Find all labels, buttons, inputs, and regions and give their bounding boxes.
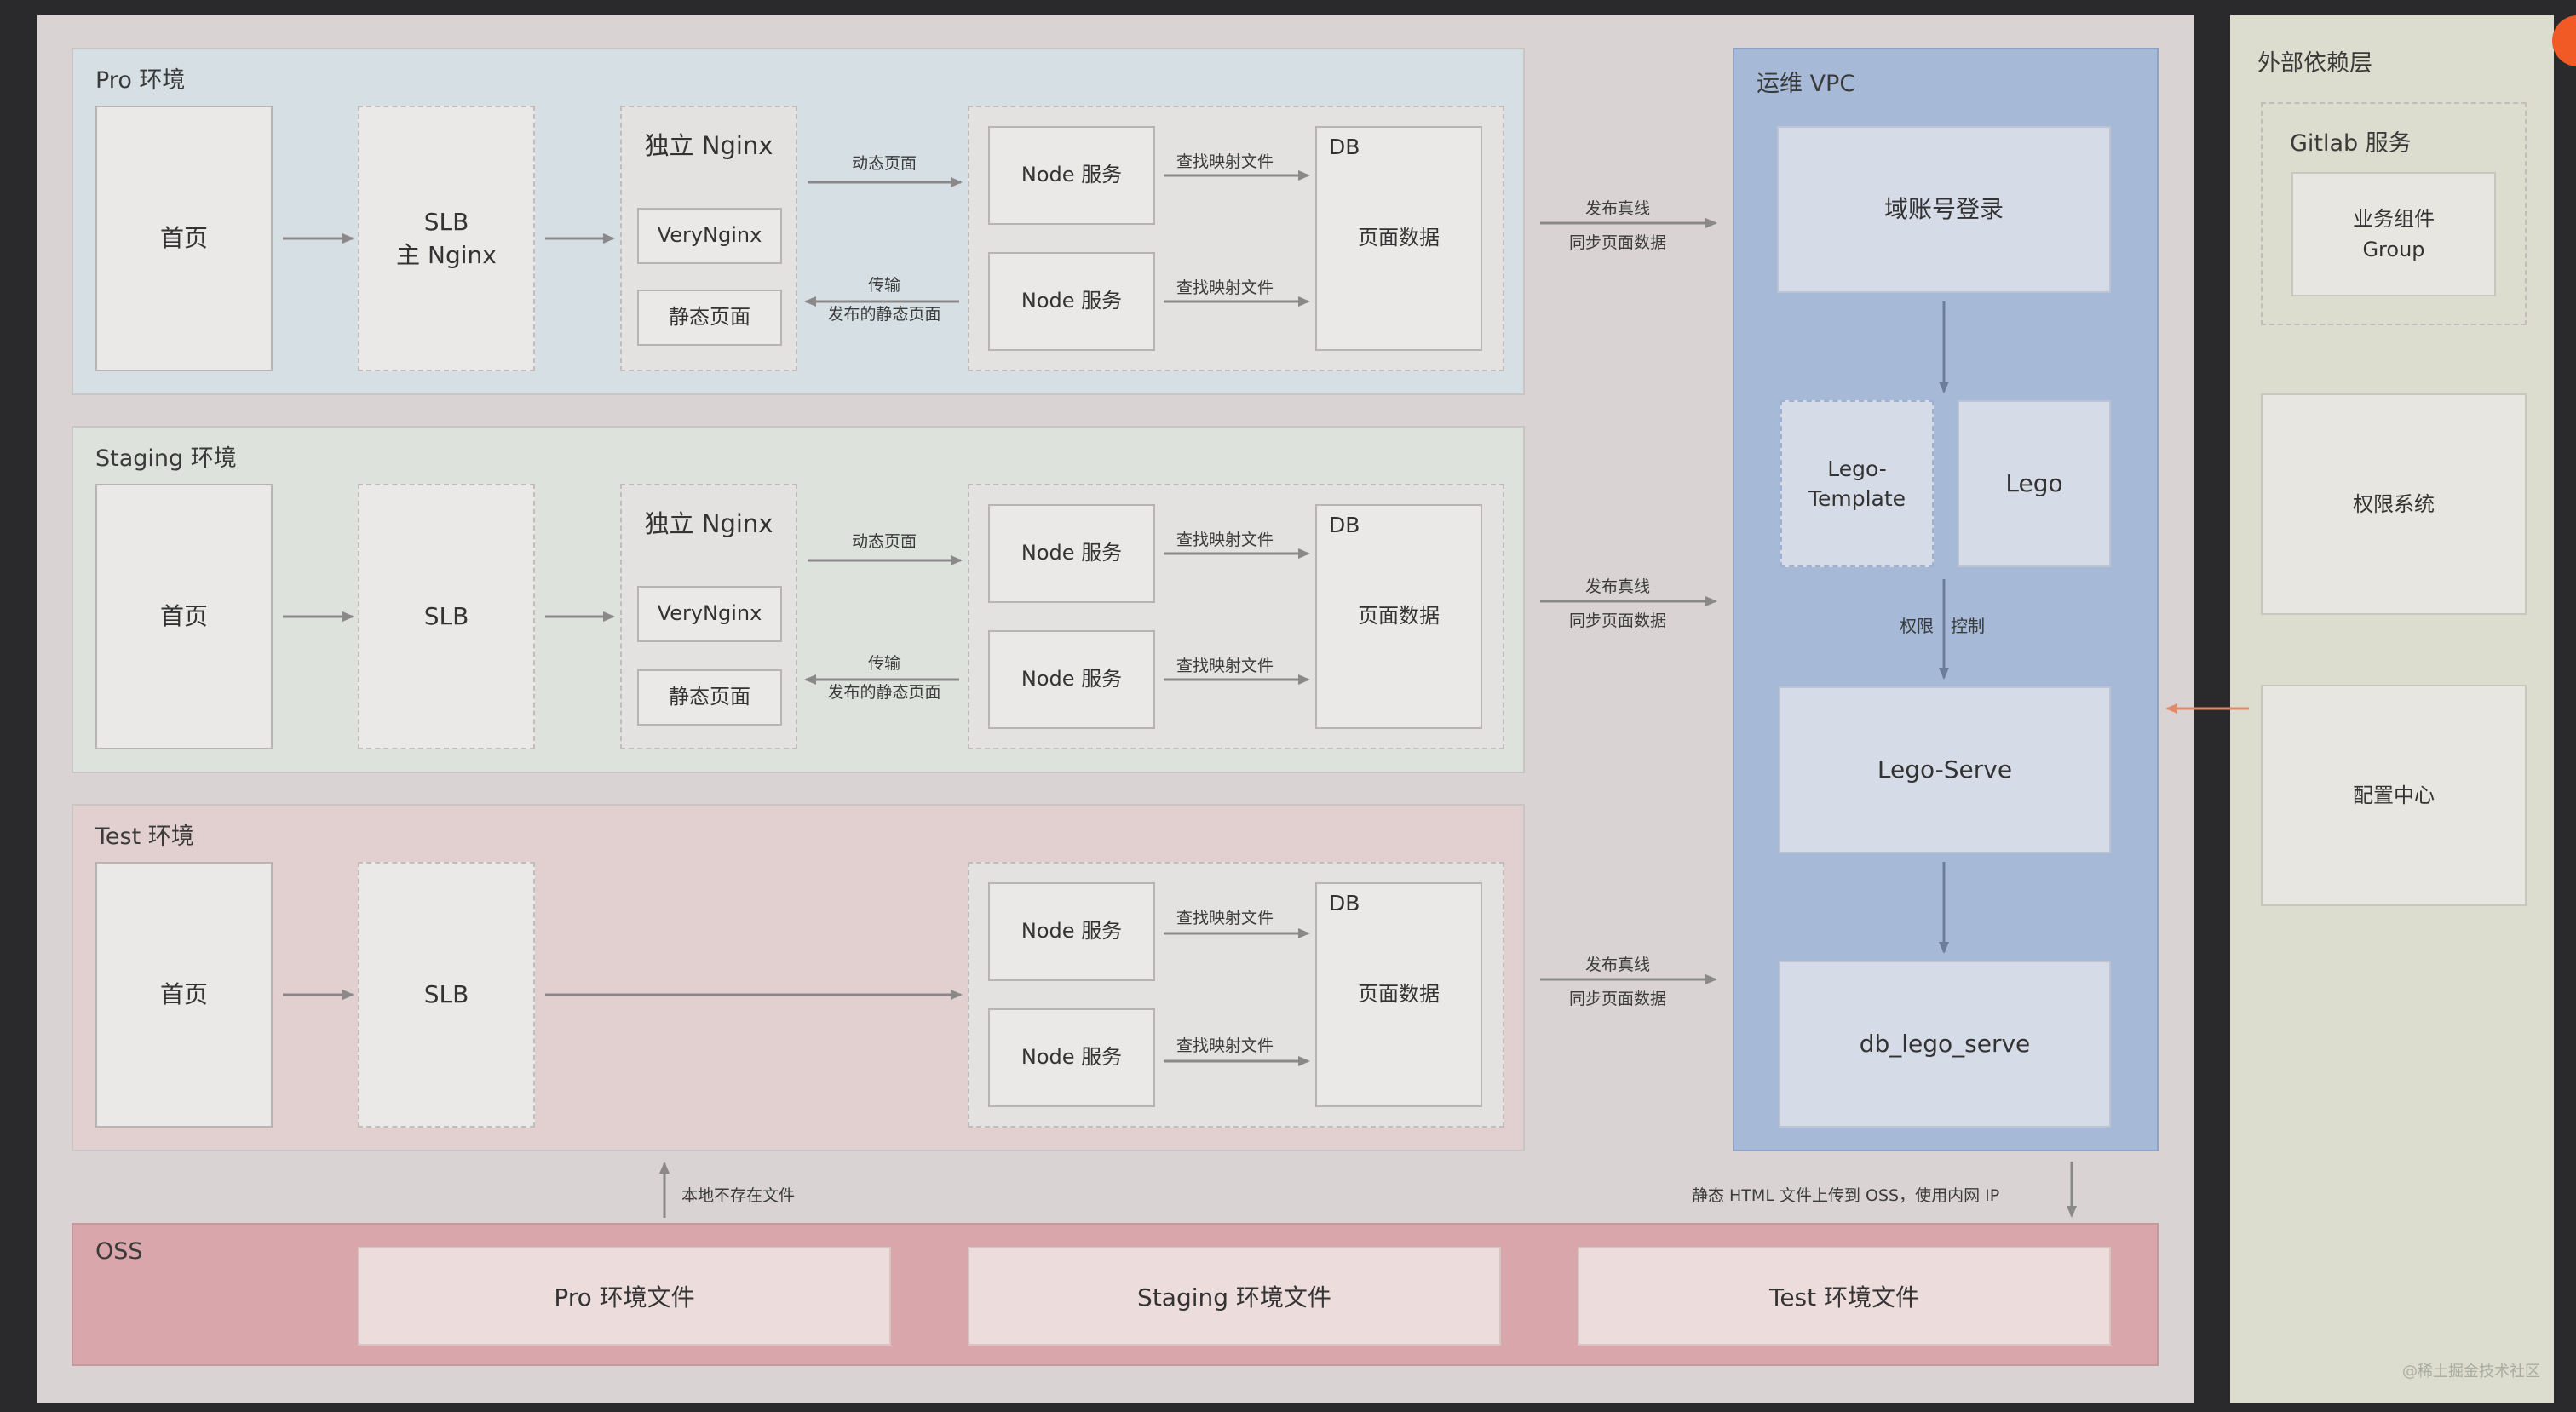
staging-lookup-label-2: 查找映射文件 — [1176, 657, 1274, 675]
business-group-node[interactable]: 业务组件 Group — [2291, 172, 2496, 296]
watermark: @稀土掘金技术社区 — [2402, 1363, 2540, 1380]
pro-slb-node[interactable]: SLB 主 Nginx — [358, 106, 535, 371]
local-missing-label: 本地不存在文件 — [681, 1186, 796, 1205]
staging-env-title: Staging 环境 — [95, 445, 237, 472]
staging-db-tag: DB — [1329, 513, 1360, 537]
staging-publish-label: 发布真线 同步页面数据 — [1568, 577, 1666, 630]
pro-db-tag: DB — [1329, 135, 1360, 159]
domain-login-node[interactable]: 域账号登录 — [1777, 126, 2111, 293]
test-node-service-2[interactable]: Node 服务 — [988, 1008, 1155, 1107]
external-title: 外部依赖层 — [2257, 50, 2372, 77]
staging-node-service-2[interactable]: Node 服务 — [988, 630, 1155, 729]
test-node-service-1[interactable]: Node 服务 — [988, 882, 1155, 981]
config-center-node[interactable]: 配置中心 — [2261, 685, 2527, 906]
oss-test-files[interactable]: Test 环境文件 — [1578, 1247, 2111, 1346]
pro-verynginx-node[interactable]: VeryNginx — [637, 208, 782, 264]
oss-pro-files[interactable]: Pro 环境文件 — [358, 1247, 891, 1346]
staging-home-node[interactable]: 首页 — [95, 484, 273, 749]
pro-dynamic-page-label: 动态页面 — [851, 154, 917, 173]
staging-slb-node[interactable]: SLB — [358, 484, 535, 749]
vpc-title: 运维 VPC — [1757, 71, 1856, 97]
permission-system-node[interactable]: 权限系统 — [2261, 393, 2527, 615]
pro-nginx-title: 独立 Nginx — [644, 131, 773, 160]
pro-static-page-node[interactable]: 静态页面 — [637, 290, 782, 346]
lego-template-node[interactable]: Lego- Template — [1780, 400, 1934, 567]
staging-dynamic-page-label: 动态页面 — [851, 532, 917, 551]
pro-home-node[interactable]: 首页 — [95, 106, 273, 371]
test-env-title: Test 环境 — [95, 824, 194, 850]
staging-static-page-node[interactable]: 静态页面 — [637, 669, 782, 726]
db-lego-serve-node[interactable]: db_lego_serve — [1779, 961, 2111, 1128]
pro-publish-label: 发布真线 同步页面数据 — [1568, 199, 1666, 252]
test-publish-label: 发布真线 同步页面数据 — [1568, 956, 1666, 1008]
staging-transfer-label: 传输 发布的静态页面 — [827, 654, 941, 703]
permission-control-label: 权限 控制 — [1900, 616, 1985, 636]
gitlab-title: Gitlab 服务 — [2290, 130, 2412, 157]
gitlab-service-group — [2261, 102, 2527, 325]
test-lookup-label-2: 查找映射文件 — [1176, 1036, 1274, 1055]
pro-transfer-label: 传输 发布的静态页面 — [827, 276, 941, 324]
test-db-tag: DB — [1329, 891, 1360, 916]
pro-lookup-label-2: 查找映射文件 — [1176, 278, 1274, 297]
pro-node-service-1[interactable]: Node 服务 — [988, 126, 1155, 225]
staging-node-service-1[interactable]: Node 服务 — [988, 504, 1155, 603]
upload-oss-label: 静态 HTML 文件上传到 OSS，使用内网 IP — [1692, 1186, 2000, 1205]
staging-db-node[interactable]: 页面数据 — [1315, 504, 1482, 729]
oss-title: OSS — [95, 1238, 143, 1265]
pro-env-title: Pro 环境 — [95, 67, 186, 94]
pro-lookup-label-1: 查找映射文件 — [1176, 152, 1274, 171]
staging-nginx-title: 独立 Nginx — [644, 509, 773, 538]
pro-db-node[interactable]: 页面数据 — [1315, 126, 1482, 351]
staging-lookup-label-1: 查找映射文件 — [1176, 531, 1274, 549]
test-db-node[interactable]: 页面数据 — [1315, 882, 1482, 1107]
test-lookup-label-1: 查找映射文件 — [1176, 909, 1274, 927]
test-home-node[interactable]: 首页 — [95, 862, 273, 1128]
pro-node-service-2[interactable]: Node 服务 — [988, 252, 1155, 351]
oss-staging-files[interactable]: Staging 环境文件 — [968, 1247, 1501, 1346]
test-slb-node[interactable]: SLB — [358, 862, 535, 1128]
staging-verynginx-node[interactable]: VeryNginx — [637, 586, 782, 642]
lego-node[interactable]: Lego — [1958, 400, 2111, 567]
lego-serve-node[interactable]: Lego-Serve — [1779, 686, 2111, 853]
